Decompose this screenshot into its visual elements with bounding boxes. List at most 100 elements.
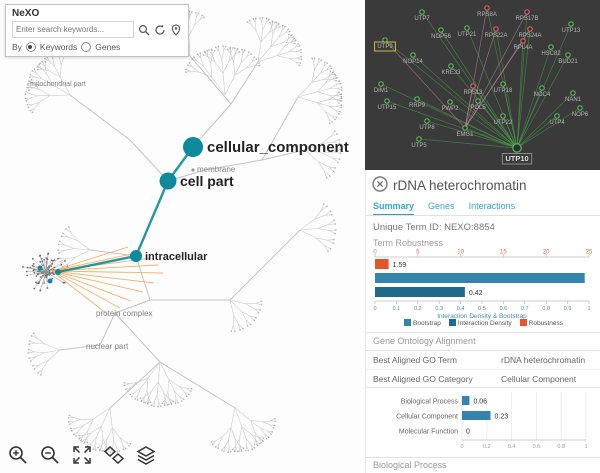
- svg-text:Molecular Function: Molecular Function: [399, 429, 458, 436]
- svg-text:UTP10: UTP10: [505, 154, 528, 163]
- legend-item[interactable]: Bootstrap: [404, 319, 441, 327]
- legend-item[interactable]: Robustness: [519, 319, 563, 327]
- chart-legend: Bootstrap Interaction Density Robustness: [366, 319, 600, 327]
- svg-text:0.42: 0.42: [469, 290, 483, 297]
- svg-text:0.2: 0.2: [483, 444, 491, 450]
- svg-text:RPS24A: RPS24A: [518, 33, 541, 39]
- search-panel: NeXO By Keywords Genes: [5, 4, 189, 57]
- svg-text:0.8: 0.8: [542, 306, 550, 312]
- svg-text:RPL4A: RPL4A: [513, 45, 532, 51]
- zoom-out-button[interactable]: [38, 443, 62, 467]
- svg-text:0.1: 0.1: [393, 306, 401, 312]
- svg-text:NOP56: NOP56: [431, 34, 451, 40]
- svg-text:HSC82: HSC82: [541, 51, 561, 57]
- svg-text:BUD21: BUD21: [558, 59, 578, 65]
- svg-text:0.2: 0.2: [414, 306, 422, 312]
- svg-text:0.4: 0.4: [457, 306, 465, 312]
- svg-text:0.23: 0.23: [495, 414, 509, 421]
- tab-summary[interactable]: Summary: [373, 201, 415, 216]
- svg-text:0.8: 0.8: [557, 444, 565, 450]
- layers-button[interactable]: [134, 443, 158, 467]
- svg-text:0.06: 0.06: [473, 399, 487, 406]
- svg-text:PWP2: PWP2: [441, 106, 459, 112]
- svg-text:membrane: membrane: [197, 165, 236, 174]
- reset-icon[interactable]: [153, 23, 166, 36]
- close-icon[interactable]: [372, 176, 388, 197]
- legend-swatch: [519, 319, 527, 326]
- tab-genes[interactable]: Genes: [428, 201, 455, 211]
- go-category-label: Best Aligned GO Category: [373, 374, 473, 384]
- svg-text:Biological Process: Biological Process: [401, 399, 459, 406]
- tabs-divider: [366, 215, 600, 216]
- svg-text:mitochondrial part: mitochondrial part: [30, 81, 86, 88]
- svg-text:0.3: 0.3: [435, 306, 443, 312]
- svg-text:UTP7: UTP7: [414, 16, 430, 22]
- divider: [366, 369, 600, 370]
- svg-text:UTP8: UTP8: [419, 125, 435, 131]
- term-robustness-heading: Term Robustness: [373, 238, 444, 248]
- unique-term-id: Unique Term ID: NEXO:8854: [373, 222, 495, 233]
- zoom-in-button[interactable]: [6, 443, 30, 467]
- svg-text:NAN1: NAN1: [565, 97, 582, 103]
- go-term-value: rDNA heterochromatin: [501, 355, 586, 365]
- subtree-button[interactable]: [102, 443, 126, 467]
- divider: [366, 387, 600, 388]
- svg-text:UTP15: UTP15: [378, 105, 397, 111]
- pin-icon[interactable]: [169, 23, 182, 36]
- radio-keywords-label: Keywords: [39, 42, 78, 52]
- svg-text:0: 0: [373, 250, 377, 256]
- svg-text:NOC4: NOC4: [534, 92, 551, 98]
- svg-text:UTP5: UTP5: [411, 143, 427, 149]
- svg-text:EMG1: EMG1: [456, 132, 474, 138]
- svg-text:UTP21: UTP21: [458, 32, 477, 38]
- svg-text:cellular_component: cellular_component: [207, 139, 349, 156]
- svg-text:0: 0: [460, 444, 463, 450]
- svg-text:RRP9: RRP9: [409, 103, 426, 109]
- legend-swatch: [448, 319, 456, 326]
- tree-toolbar: [6, 443, 158, 467]
- svg-text:RPS22A: RPS22A: [484, 33, 507, 39]
- legend-item[interactable]: Interaction Density: [448, 319, 512, 327]
- svg-text:KRE33: KRE33: [441, 70, 461, 76]
- svg-text:15: 15: [500, 250, 507, 256]
- go-alignment-heading: Gene Ontology Alignment: [373, 336, 476, 346]
- radio-genes[interactable]: [81, 42, 92, 52]
- svg-text:0.5: 0.5: [478, 306, 486, 312]
- svg-text:0.6: 0.6: [533, 444, 541, 450]
- radio-genes-label: Genes: [95, 42, 121, 52]
- divider: [366, 350, 600, 351]
- svg-text:UTP13: UTP13: [562, 28, 581, 34]
- svg-text:NOP14: NOP14: [403, 59, 423, 65]
- svg-text:RPS17B: RPS17B: [515, 16, 538, 22]
- svg-text:1.59: 1.59: [393, 262, 407, 269]
- search-icon[interactable]: [137, 23, 150, 36]
- fit-to-screen-button[interactable]: [70, 443, 94, 467]
- svg-text:RPS8A: RPS8A: [477, 12, 497, 18]
- svg-text:RPS13: RPS13: [463, 90, 483, 96]
- term-title: rDNA heterochromatin: [393, 178, 527, 193]
- svg-text:5: 5: [416, 250, 420, 256]
- svg-text:10: 10: [457, 250, 464, 256]
- svg-text:UTP22: UTP22: [494, 120, 513, 126]
- svg-text:0.6: 0.6: [500, 306, 508, 312]
- search-input[interactable]: [12, 21, 134, 38]
- go-category-value: Cellular Component: [501, 374, 577, 384]
- radio-keywords[interactable]: [25, 42, 36, 52]
- divider: [366, 332, 600, 333]
- svg-text:20: 20: [543, 250, 550, 256]
- unique-term-id-label: Unique Term ID:: [373, 222, 442, 233]
- divider: [366, 457, 600, 458]
- tab-interactions[interactable]: Interactions: [468, 201, 516, 211]
- svg-text:NOP6: NOP6: [572, 112, 589, 118]
- svg-text:0: 0: [466, 429, 470, 436]
- svg-text:0.7: 0.7: [521, 306, 529, 312]
- svg-text:0.9: 0.9: [564, 306, 572, 312]
- svg-text:1: 1: [587, 306, 590, 312]
- svg-text:0: 0: [373, 306, 376, 312]
